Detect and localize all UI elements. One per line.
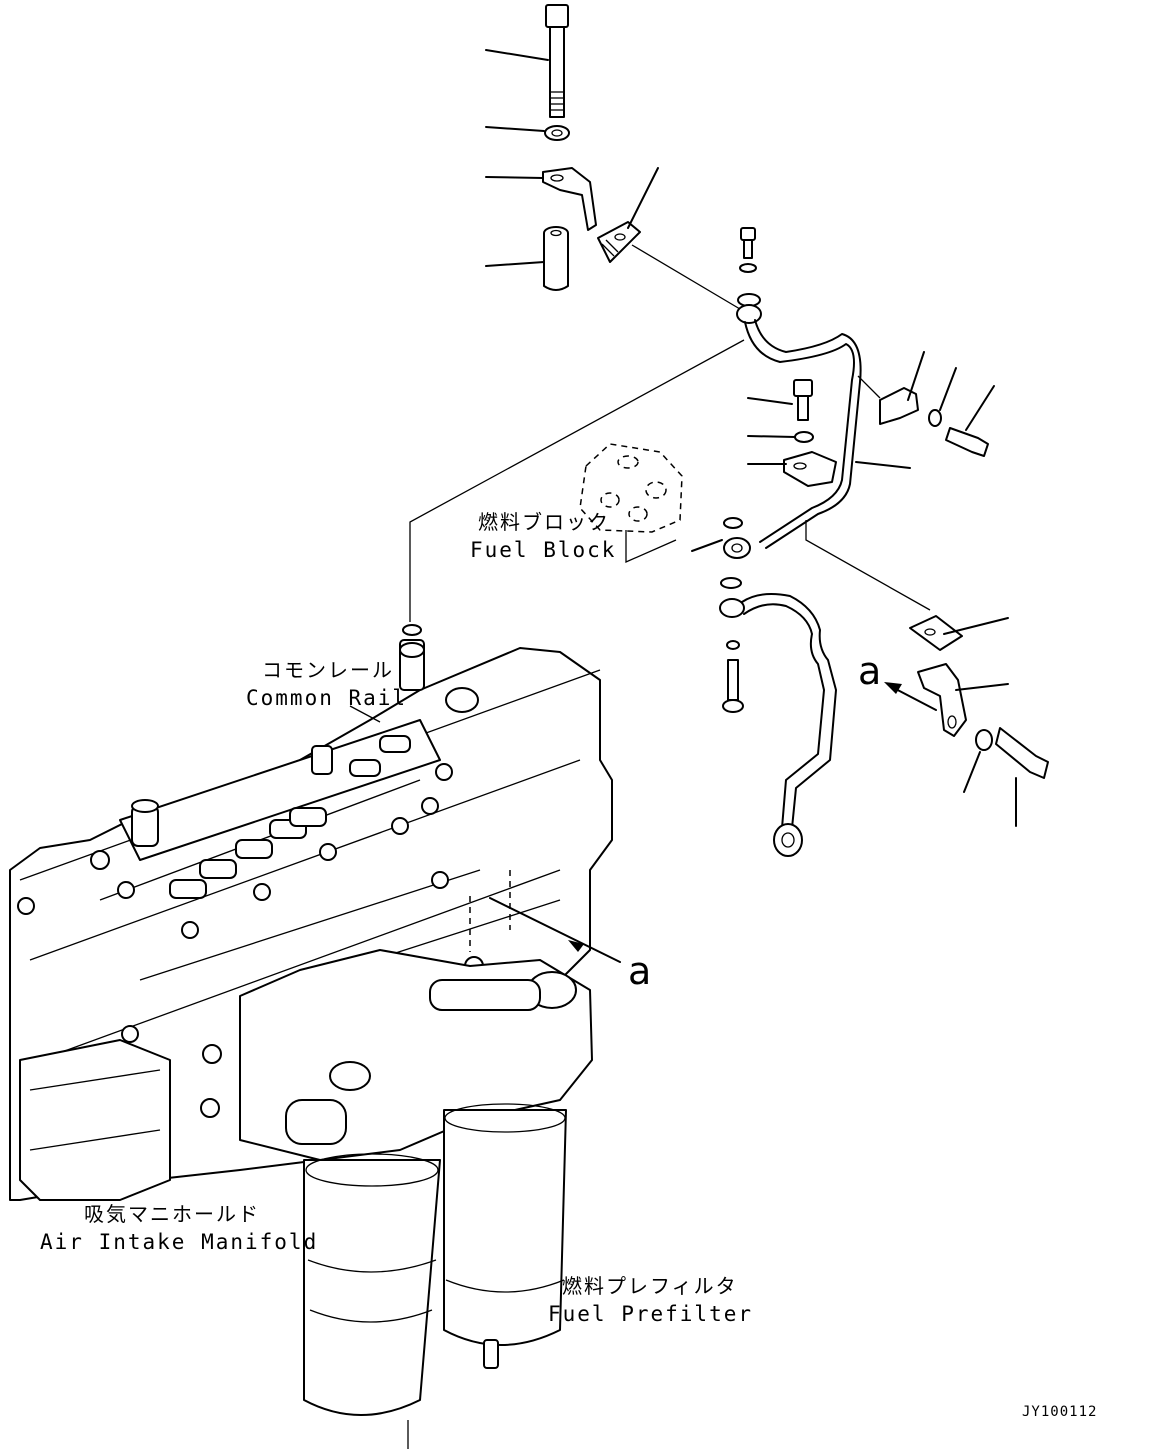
small-bolt-top [739, 227, 757, 273]
common-rail-label-jp: コモンレール [262, 658, 394, 682]
fuel-prefilter-label-en: Fuel Prefilter [548, 1302, 754, 1326]
spacer-collar [543, 226, 569, 291]
common-rail [119, 624, 479, 861]
fuel-block [579, 443, 683, 563]
fuel-block-label-jp: 燃料ブロック [478, 510, 610, 534]
common-rail-label-en: Common Rail [246, 686, 408, 710]
leader-lines-pipe [409, 339, 995, 622]
pipe-hose [719, 517, 837, 857]
rail-fittings [131, 735, 411, 899]
air-intake-label-jp: 吸気マニホールド [84, 1202, 260, 1226]
washer-top [544, 125, 570, 141]
leader-lines-lower [805, 520, 1017, 827]
label-leaders [349, 705, 381, 723]
fuel-pipe [723, 293, 862, 559]
bracket-top [542, 167, 597, 231]
filter-head [239, 949, 593, 1161]
view-marker-upper: a [858, 649, 882, 693]
long-bolt [545, 4, 569, 118]
view-arrow-lower [489, 897, 621, 963]
fuel-filter-canister [303, 1153, 441, 1449]
leader-lines-top [485, 49, 746, 313]
fuel-prefilter-canister [443, 1103, 567, 1369]
dashed-reference [469, 870, 511, 952]
drawing-code: JY100112 [1022, 1404, 1098, 1420]
washer-lower [975, 729, 993, 751]
view-marker-lower: a [628, 949, 652, 993]
bolt-middle [793, 379, 814, 443]
bracket-lower [917, 663, 967, 737]
fuel-block-label-en: Fuel Block [470, 538, 617, 562]
bolt-lower [995, 727, 1049, 779]
fuel-prefilter-label-jp: 燃料プレフィルタ [562, 1274, 738, 1298]
air-intake-manifold [19, 1039, 171, 1201]
rubber-clamp-lower [909, 615, 963, 651]
view-arrow-upper [884, 682, 937, 711]
air-intake-label-en: Air Intake Manifold [40, 1230, 319, 1254]
rubber-clamp-top [597, 221, 641, 263]
bracket-middle [783, 451, 837, 487]
